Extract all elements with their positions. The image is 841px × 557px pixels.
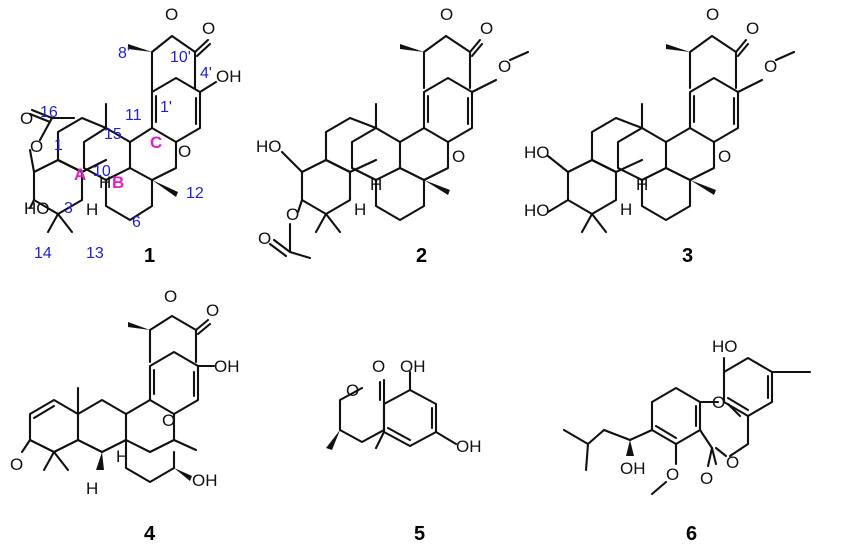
atom-o: O	[700, 469, 713, 488]
atom-o: O	[746, 19, 759, 38]
compound-5-structure	[326, 370, 458, 450]
atom-o: O	[706, 5, 719, 24]
compound-label-6: 6	[686, 523, 697, 545]
atom-number: 3	[64, 200, 73, 217]
atom-o: O	[20, 109, 33, 128]
ring-label: C	[150, 133, 162, 152]
atom-number: 10'	[170, 49, 191, 66]
atom-o: O	[726, 453, 739, 472]
atom-o: O	[286, 205, 299, 224]
atom-number: 4'	[200, 65, 212, 82]
atom-o: O	[372, 357, 385, 376]
atom-o: O	[10, 455, 23, 474]
atom-number: 10	[93, 163, 111, 180]
compound-2-labels: O O O O HO O O H H 2	[256, 5, 511, 267]
atom-number: 13	[86, 245, 104, 262]
atom-o: O	[712, 393, 725, 412]
atom-o: O	[178, 142, 191, 161]
compound-label-5: 5	[414, 523, 425, 545]
compound-3-structure	[546, 34, 796, 234]
atom-o: O	[206, 301, 219, 320]
atom-o: O	[202, 19, 215, 38]
compound-label-1: 1	[144, 245, 155, 267]
compound-label-4: 4	[144, 523, 156, 545]
atom-o: O	[30, 137, 43, 156]
compound-4-structure	[20, 314, 216, 484]
atom-o: O	[164, 287, 177, 306]
atom-o: O	[666, 465, 679, 484]
atom-oh: OH	[216, 67, 242, 86]
atom-oh: OH	[192, 471, 218, 490]
compound-6-labels: HO O O O O OH 6	[620, 337, 739, 545]
atom-o: O	[258, 229, 271, 248]
compound-4-labels: O O OH O O OH H H 4	[10, 287, 240, 545]
atom-h: H	[636, 175, 648, 194]
ring-label: B	[112, 173, 124, 192]
compound-label-2: 2	[416, 245, 427, 267]
atom-o: O	[440, 5, 453, 24]
atom-oh: HO	[712, 337, 738, 356]
atom-h: H	[99, 173, 111, 192]
atom-h: H	[116, 447, 128, 466]
atom-number: 1	[54, 137, 63, 154]
atom-number: 15	[104, 126, 122, 143]
compound-label-3: 3	[682, 245, 693, 267]
atom-number: 16	[40, 104, 58, 121]
atom-oh: OH	[456, 437, 482, 456]
atom-oh: OH	[214, 357, 240, 376]
atom-ho: HO	[524, 201, 550, 220]
atom-h: H	[86, 479, 98, 498]
atom-o: O	[498, 57, 511, 76]
atom-oh: OH	[620, 459, 646, 478]
atom-h: H	[354, 200, 366, 219]
atom-o: O	[162, 411, 175, 430]
atom-oh: OH	[400, 357, 426, 376]
atom-o: O	[346, 381, 359, 400]
atom-ho: HO	[24, 199, 50, 218]
atom-number: 14	[34, 245, 52, 262]
atom-ho: HO	[256, 137, 282, 156]
ring-label: A	[74, 165, 86, 184]
atom-number: 1'	[160, 99, 172, 116]
atom-o: O	[452, 147, 465, 166]
atom-number: 11	[125, 107, 142, 124]
atom-number: 12	[186, 185, 204, 202]
atom-h: H	[370, 175, 382, 194]
atom-o: O	[165, 5, 178, 24]
compound-1-structure	[28, 34, 218, 234]
atom-o: O	[480, 19, 493, 38]
compound-6-structure	[562, 356, 812, 496]
compound-1-labels: O O OH O O O HO H H 16 1 15 10 11 1' 4' …	[20, 5, 242, 267]
compound-3-labels: O O O O HO HO H H 3	[524, 5, 777, 267]
atom-number: 8'	[118, 45, 130, 62]
atom-o: O	[718, 147, 731, 166]
atom-ho: HO	[524, 143, 550, 162]
atom-h: H	[86, 200, 98, 219]
compound-5-labels: O O OH OH 5	[346, 357, 482, 545]
atom-number: 6	[132, 214, 141, 231]
compound-2-structure	[268, 34, 530, 260]
atom-o: O	[764, 57, 777, 76]
atom-h: H	[620, 200, 632, 219]
